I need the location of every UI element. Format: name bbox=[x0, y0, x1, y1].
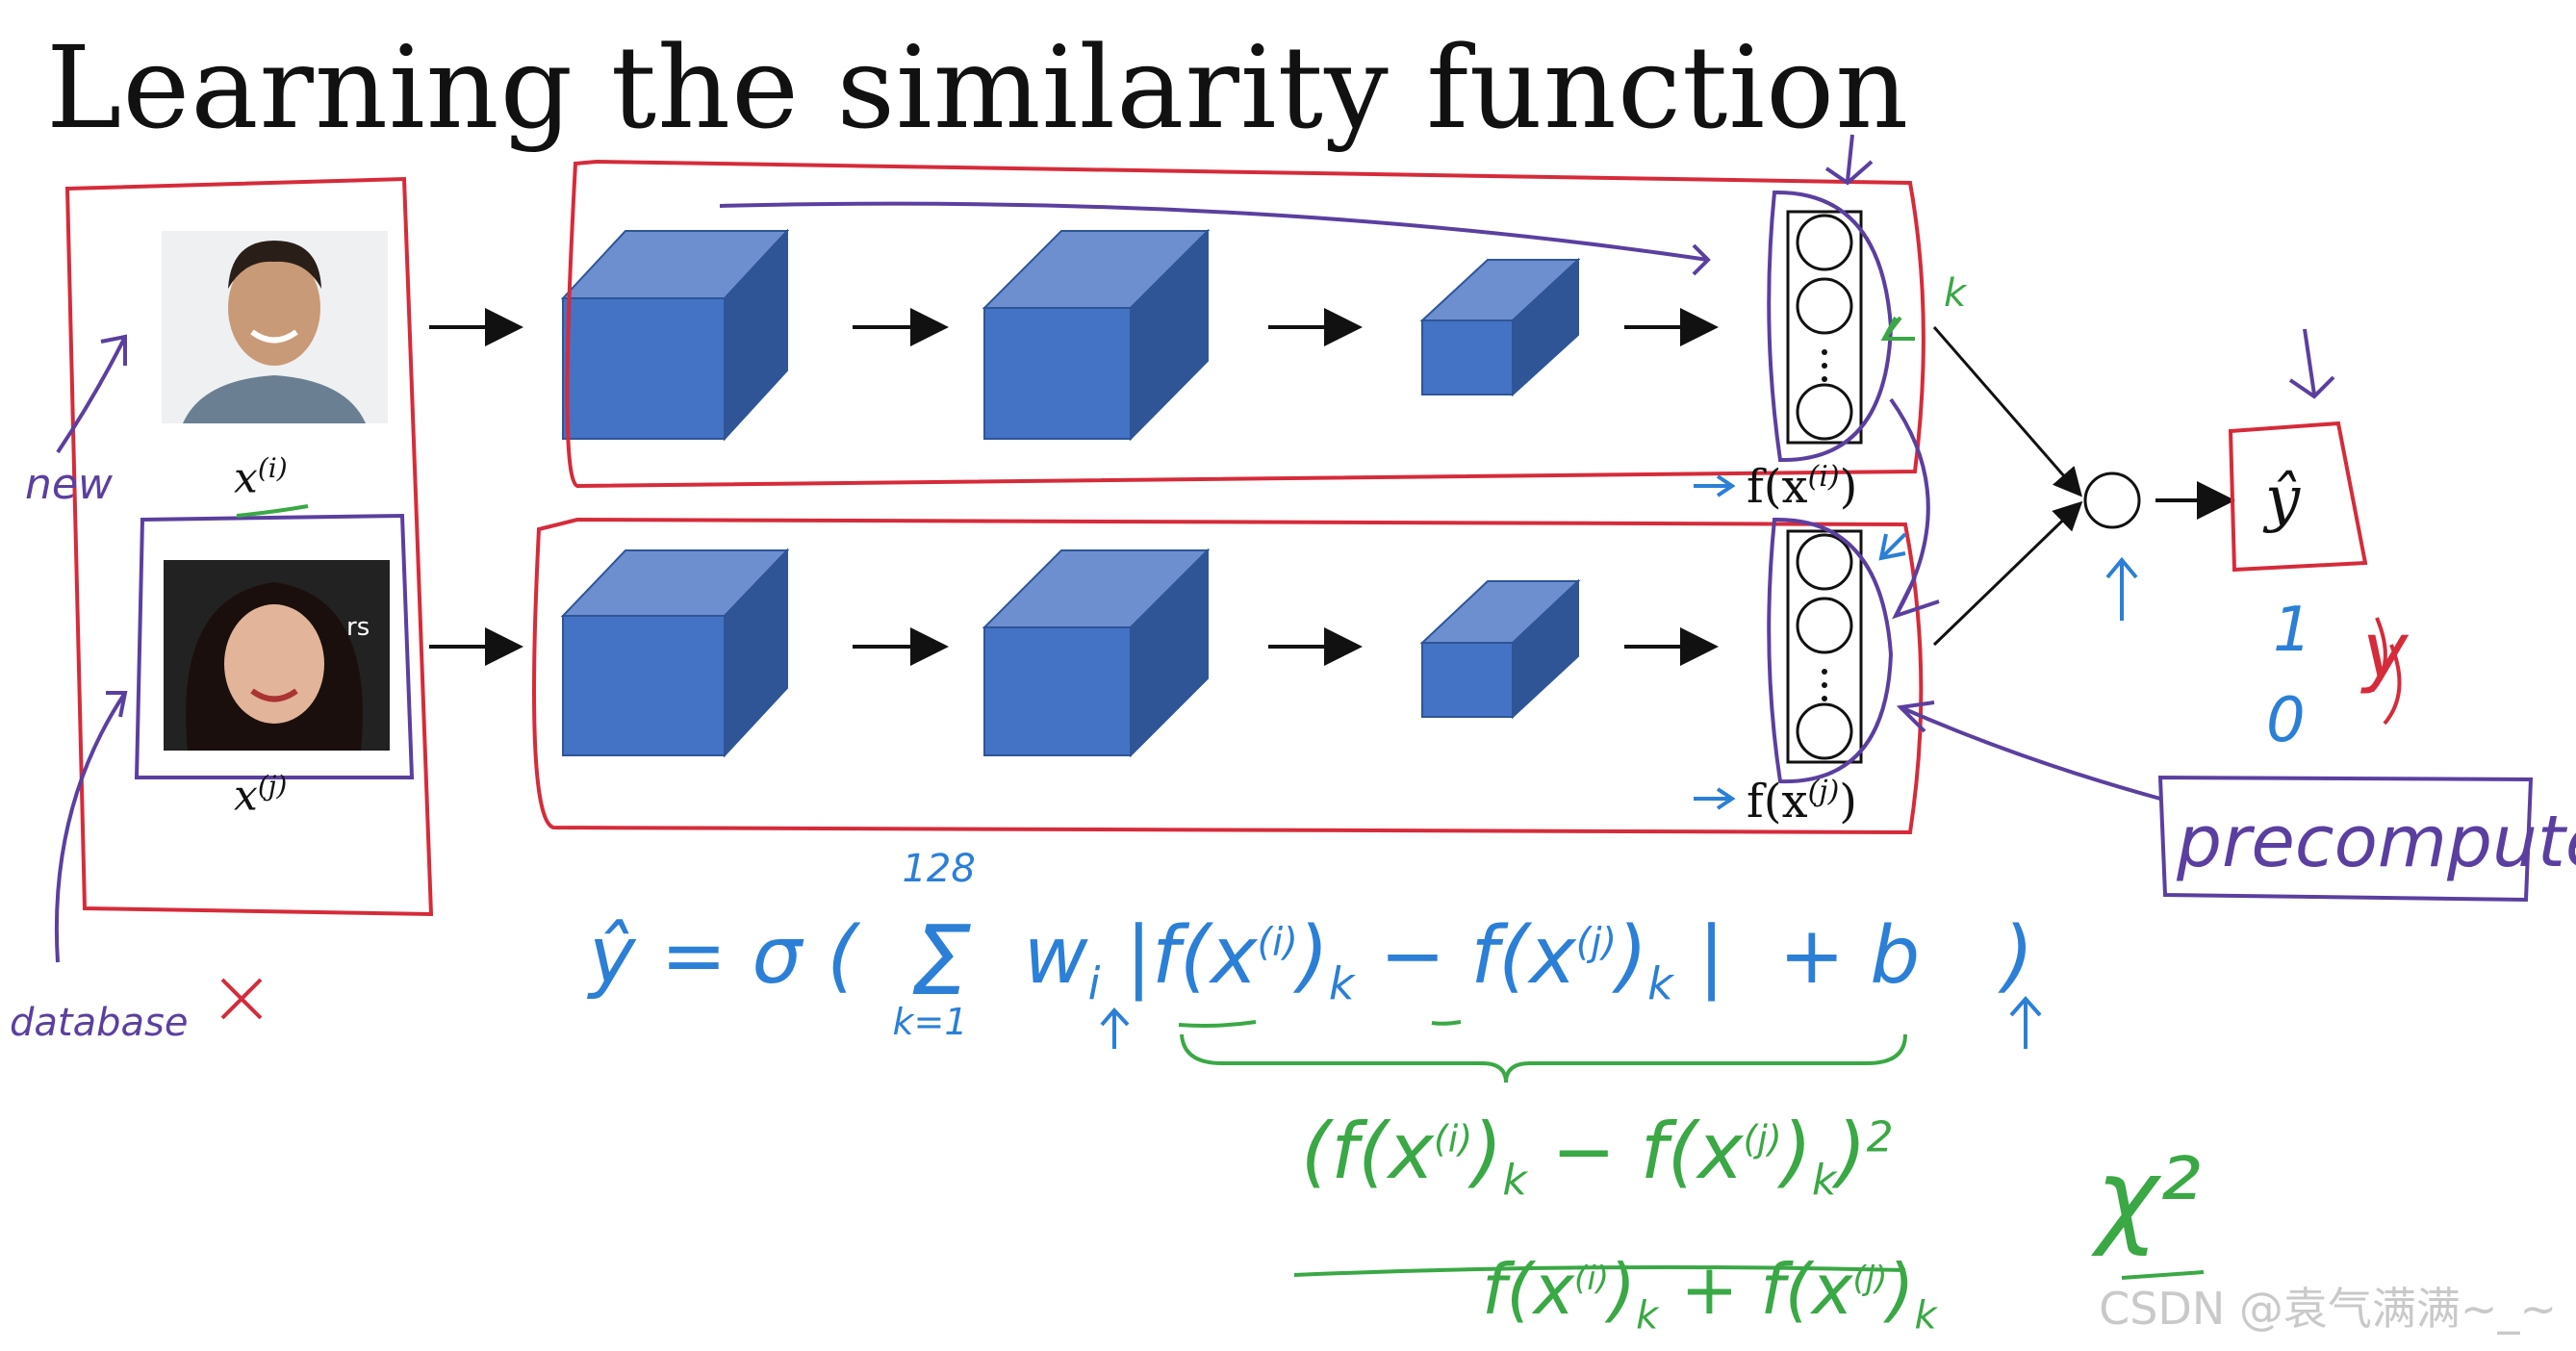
annotation-chi-squared: χ² bbox=[2096, 1135, 2201, 1259]
svg-text:rs: rs bbox=[346, 613, 370, 642]
watermark: CSDN @袁气满满~_~ bbox=[2099, 1274, 2557, 1338]
annotation-k: k bbox=[1944, 271, 1966, 316]
formula-lhs: ŷ = σ ( bbox=[589, 910, 857, 1002]
annotation-one: 1 bbox=[2273, 595, 2312, 666]
similarity-formula: ŷ = σ ( 128 Σ k=1 wi |f(x(i))k − f(x(j))… bbox=[589, 905, 2033, 1017]
formula-sum: 128 Σ k=1 bbox=[882, 905, 998, 1017]
annotation-zero: 0 bbox=[2266, 685, 2306, 756]
encoding-vector-bottom bbox=[1788, 531, 1861, 762]
annotation-precompute: precompute bbox=[2177, 801, 2576, 883]
annotation-y: y bbox=[2362, 606, 2408, 696]
annotation-new: new bbox=[25, 460, 113, 509]
combiner-lines bbox=[1934, 327, 2079, 645]
encoding-vector-top bbox=[1788, 212, 1861, 443]
chi-numerator: (f(x(i))k − f(x(j))k)2 bbox=[1301, 1107, 1894, 1205]
chi-denominator: f(x(i))k + f(x(j))k bbox=[1482, 1249, 1937, 1338]
encoding-label-j: f(x(j)) bbox=[1747, 775, 1857, 828]
green-annotations bbox=[237, 318, 2204, 1278]
red-annotations bbox=[67, 162, 2400, 1018]
cnn-row-bottom bbox=[563, 550, 1578, 755]
input-label-i: x(i) bbox=[234, 452, 288, 503]
input-label-j: x(j) bbox=[234, 770, 287, 821]
face-photo-woman: rs bbox=[164, 560, 390, 751]
face-photo-man bbox=[162, 231, 388, 423]
annotation-database: database bbox=[10, 1001, 188, 1045]
cnn-row-top bbox=[563, 231, 1578, 439]
combiner-node bbox=[2085, 473, 2139, 527]
encoding-label-i: f(x(i)) bbox=[1747, 460, 1857, 514]
output-y-hat: ŷ bbox=[2265, 464, 2300, 535]
